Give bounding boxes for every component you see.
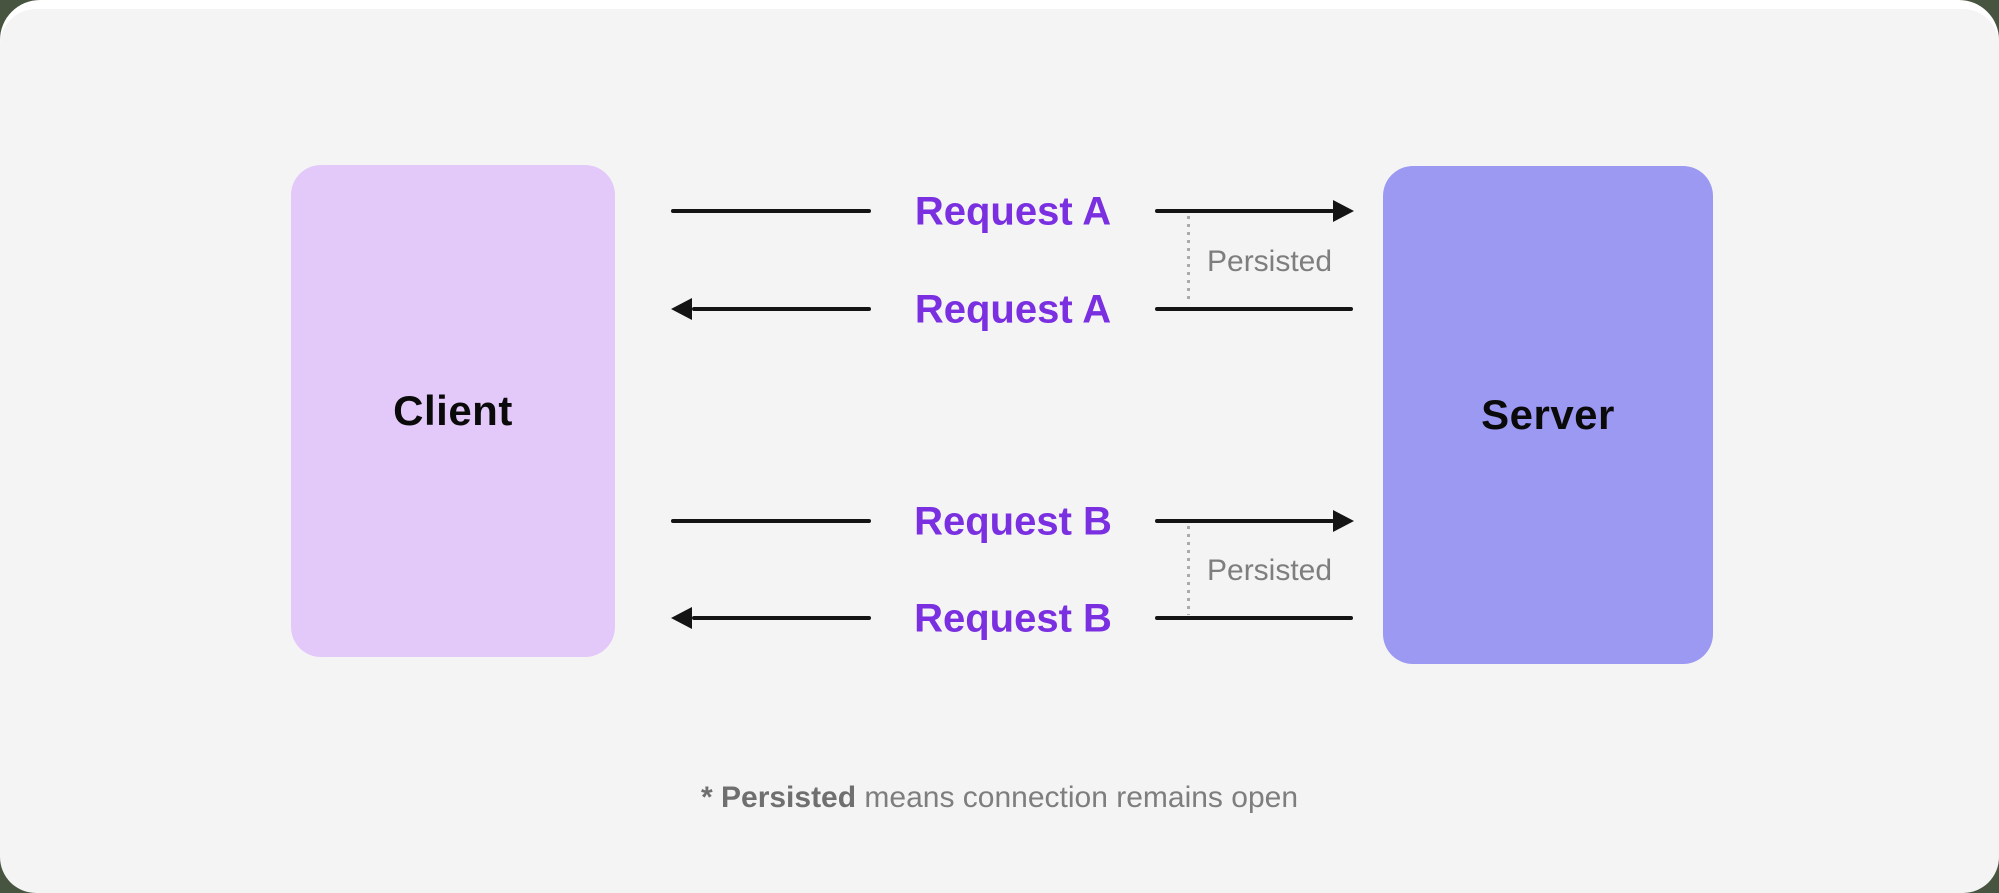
client-label: Client [393, 387, 513, 434]
flow-b-request-line-right [1155, 519, 1334, 523]
flow-a-request-line-right [1155, 209, 1334, 213]
flow-a-persisted-label: Persisted [1207, 245, 1333, 278]
flow-a-request-line-left [671, 209, 871, 213]
flow-a-response-line-right [1155, 307, 1353, 311]
flow-b-response-line-left [692, 616, 871, 620]
footnote-rest-text: means connection remains open [856, 781, 1299, 814]
flow-a-response-label: Request A [914, 287, 1112, 332]
footnote: * Persisted means connection remains ope… [0, 781, 1999, 815]
arrowhead-right-icon [1333, 200, 1354, 222]
flow-b-persisted-connector-line [1187, 526, 1190, 615]
arrowhead-right-icon [1333, 510, 1354, 532]
server-label: Server [1481, 391, 1615, 438]
flow-b-response-label: Request B [914, 596, 1112, 641]
client-box: Client [291, 165, 615, 657]
flow-a-persisted-connector-line [1187, 216, 1190, 304]
flow-a-request-label: Request A [914, 189, 1112, 234]
server-box: Server [1383, 166, 1713, 664]
footnote-bold-text: * Persisted [700, 781, 857, 814]
flow-a-response-line-left [692, 307, 871, 311]
flow-b-request-label: Request B [914, 499, 1112, 544]
flow-b-request-line-left [671, 519, 871, 523]
arrowhead-left-icon [671, 298, 692, 320]
flow-b-response-line-right [1155, 616, 1353, 620]
flow-b-persisted-label: Persisted [1207, 554, 1333, 587]
arrowhead-left-icon [671, 607, 692, 629]
